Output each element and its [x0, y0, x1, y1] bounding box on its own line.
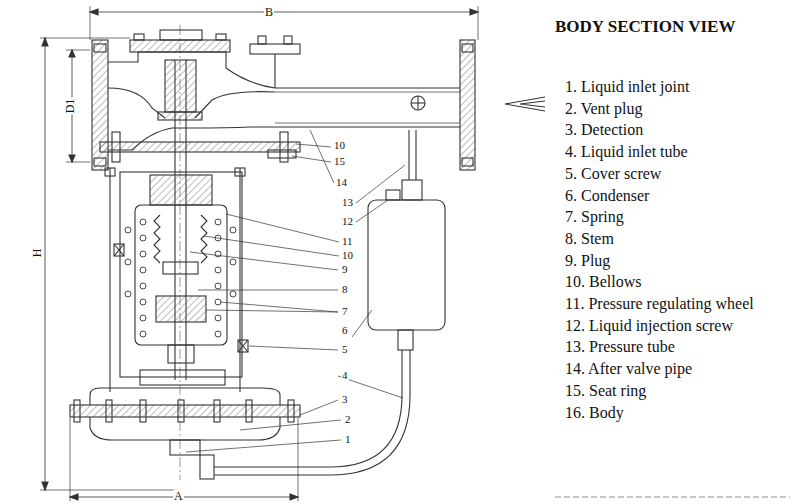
callout-number: 2: [344, 414, 352, 425]
callout-number: 10: [333, 140, 346, 151]
part-list-item: 13. Pressure tube: [565, 339, 675, 355]
part-list-item: 6. Condenser: [565, 188, 649, 204]
callout-number: 6: [341, 325, 349, 336]
part-list-item: 16. Body: [565, 405, 624, 421]
page-rule: [555, 496, 790, 498]
part-list-item: 15. Seat ring: [565, 383, 646, 399]
callout-number: 7: [341, 306, 349, 317]
callout-number: 12: [341, 216, 354, 227]
part-list-item: 14. After valve pipe: [565, 361, 692, 377]
part-list-item: 5. Cover screw: [565, 166, 661, 182]
callout-number: 9: [341, 264, 349, 275]
part-list-item: 10. Bellows: [565, 274, 641, 290]
callout-number: 8: [341, 284, 349, 295]
dimension-label: B: [264, 6, 274, 18]
part-list-item: 12. Liquid injection screw: [565, 318, 733, 334]
callout-number: 5: [341, 344, 349, 355]
dimension-label: D1: [64, 98, 76, 115]
dimension-label: A: [173, 490, 184, 502]
callout-number: 1: [344, 434, 352, 445]
callout-number: 14: [335, 177, 348, 188]
section-title: BODY SECTION VIEW: [555, 18, 735, 35]
part-list-item: 2. Vent plug: [565, 101, 642, 117]
callout-number: 15: [333, 156, 346, 167]
part-list-item: 11. Pressure regulating wheel: [565, 296, 754, 312]
part-list-item: 7. Spring: [565, 209, 624, 225]
callout-number: 4: [341, 370, 349, 381]
callout-number: 11: [341, 236, 354, 247]
part-list-item: 4. Liquid inlet tube: [565, 144, 688, 160]
callout-number: 3: [341, 394, 349, 405]
callout-number: 13: [341, 197, 354, 208]
part-list-item: 1. Liquid inlet joint: [565, 79, 689, 95]
part-list-item: 3. Detection: [565, 122, 643, 138]
dimension-label: H: [31, 248, 43, 259]
part-list-item: 8. Stem: [565, 231, 614, 247]
part-list-item: 9. Plug: [565, 253, 610, 269]
callout-number: 10: [341, 250, 354, 261]
